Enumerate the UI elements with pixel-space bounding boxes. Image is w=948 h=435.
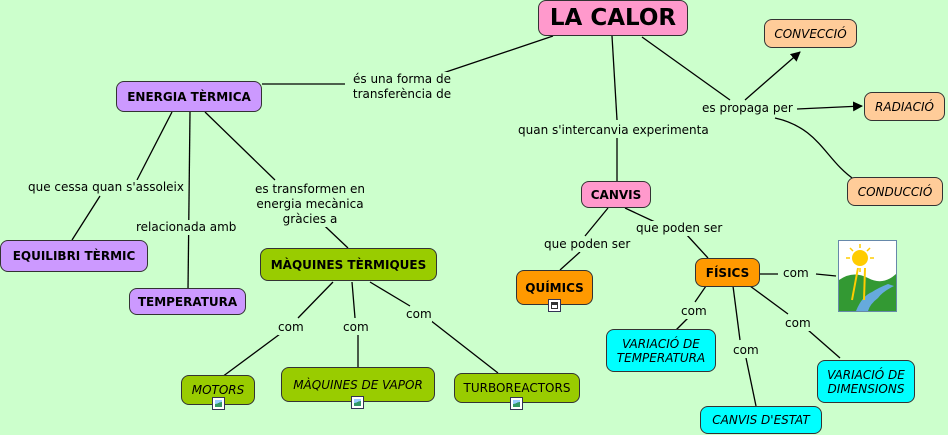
network-resource-icon[interactable] [548, 299, 561, 312]
line [694, 285, 707, 303]
line [584, 207, 609, 237]
concept-fisics[interactable]: FÍSICS [695, 258, 760, 287]
link-label-forma-transferencia: és una forma de transferència de [347, 72, 457, 102]
concept-variacio-temperatura[interactable]: VARIACIÓ DE TEMPERATURA [606, 329, 716, 372]
line [611, 35, 618, 121]
line [559, 251, 581, 271]
concept-variacio-dimensions[interactable]: VARIACIÓ DE DIMENSIONS [817, 360, 915, 403]
line [136, 111, 173, 181]
landscape-image-icon[interactable] [351, 396, 364, 409]
line [685, 233, 709, 259]
arrow-line [796, 101, 863, 112]
line [745, 357, 757, 407]
link-label-intercanvia: quan s'intercanvia experimenta [518, 123, 709, 138]
link-label-com-vapor: com [343, 320, 369, 335]
line [624, 207, 656, 223]
line [439, 35, 554, 75]
link-label-com-temperatura: com [681, 304, 707, 319]
concept-temperatura[interactable]: TEMPERATURA [129, 288, 246, 315]
line [297, 281, 334, 319]
link-label-poden-ser-fisics: que poden ser [636, 221, 723, 236]
link-label-poden-ser-quimics: que poden ser [544, 237, 631, 252]
concept-quimics[interactable]: QUÍMICS [516, 270, 593, 305]
landscape-image-icon[interactable] [212, 397, 225, 410]
line [71, 195, 101, 241]
link-label-com-motors: com [278, 320, 304, 335]
line [732, 285, 741, 341]
link-label-relacionada: relacionada amb [136, 220, 237, 235]
line [807, 329, 841, 359]
line [429, 319, 499, 374]
curve-line [774, 117, 856, 181]
concept-conduccio[interactable]: CONDUCCIÓ [847, 177, 943, 206]
line [369, 281, 411, 307]
link-label-propaga: es propaga per [702, 101, 793, 116]
concept-equilibri-termic[interactable]: EQUILIBRI TÈRMIC [0, 240, 148, 272]
concept-energia-termica[interactable]: ENERGIA TÈRMICA [116, 81, 262, 112]
line [351, 281, 356, 319]
line [204, 111, 276, 181]
link-label-transformen: es transformen en energia mecànica gràci… [240, 182, 380, 227]
line [749, 285, 789, 315]
line [187, 111, 191, 291]
line [641, 36, 731, 101]
concept-canvis[interactable]: CANVIS [581, 181, 651, 208]
concept-conveccio[interactable]: CONVECCIÓ [764, 19, 857, 48]
link-label-com-dimensions: com [785, 316, 811, 331]
link-label-cessa: que cessa quan s'assoleix [28, 180, 184, 195]
sun-landscape-image[interactable] [838, 240, 897, 312]
link-label-com-estat: com [733, 343, 759, 358]
concept-canvis-estat[interactable]: CANVIS D'ESTAT [700, 406, 822, 434]
line [815, 273, 837, 277]
line [675, 317, 689, 331]
line [221, 333, 281, 378]
concept-la-calor[interactable]: LA CALOR [538, 0, 688, 36]
concept-radiacio[interactable]: RADIACIÓ [864, 92, 945, 121]
link-label-com-turbo: com [406, 307, 432, 322]
arrow-line [744, 51, 801, 101]
landscape-image-icon[interactable] [510, 397, 523, 410]
link-label-com-image: com [783, 266, 809, 281]
concept-maquines-termiques[interactable]: MÀQUINES TÈRMIQUES [260, 248, 437, 281]
